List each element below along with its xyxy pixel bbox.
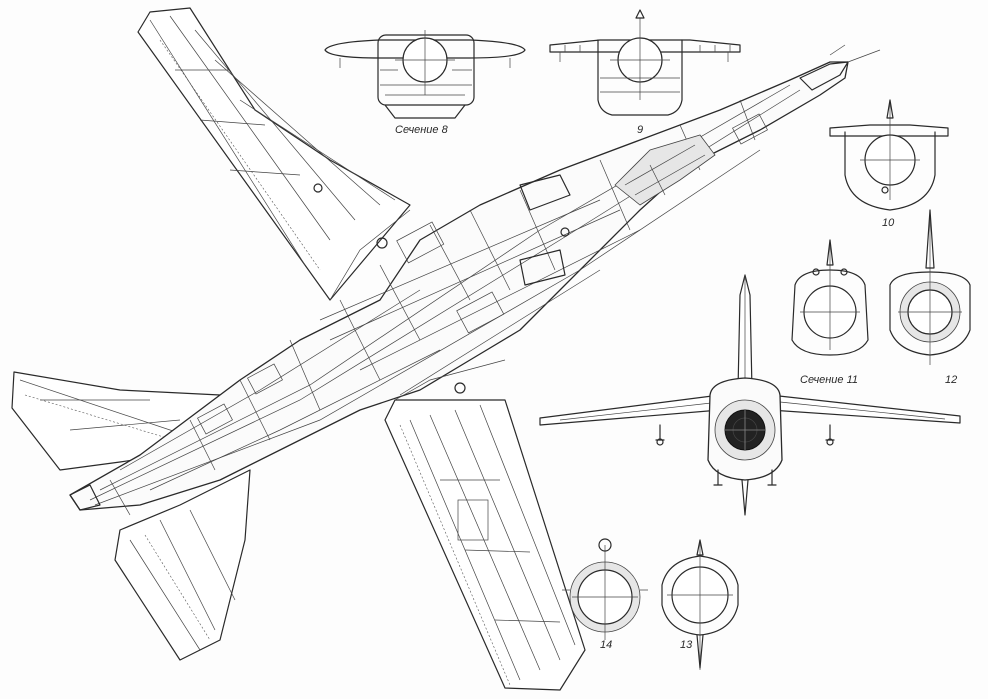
- upper-wing: [137, 7, 411, 301]
- cross-section-13: 13: [661, 539, 739, 670]
- label-section-9: 9: [637, 124, 643, 136]
- cross-section-14: 14: [562, 538, 648, 651]
- label-section-8: Сечение 8: [395, 124, 449, 136]
- label-section-11: Сечение 11: [800, 374, 858, 386]
- cross-section-12: 12: [889, 209, 971, 386]
- label-section-14: 14: [600, 639, 612, 651]
- cross-section-10: 10: [829, 99, 949, 229]
- lower-wing: [384, 399, 586, 691]
- fuselage: [69, 44, 881, 516]
- front-view: [539, 274, 961, 516]
- cross-section-8: Сечение 8: [324, 30, 526, 136]
- cross-section-11: Сечение 11: [791, 239, 869, 386]
- label-section-10: 10: [882, 217, 895, 229]
- plan-view-underside: [11, 7, 881, 691]
- cross-section-9: 9: [549, 9, 741, 136]
- label-section-12: 12: [945, 374, 957, 386]
- lower-tailplane: [114, 469, 251, 661]
- label-section-13: 13: [680, 639, 693, 651]
